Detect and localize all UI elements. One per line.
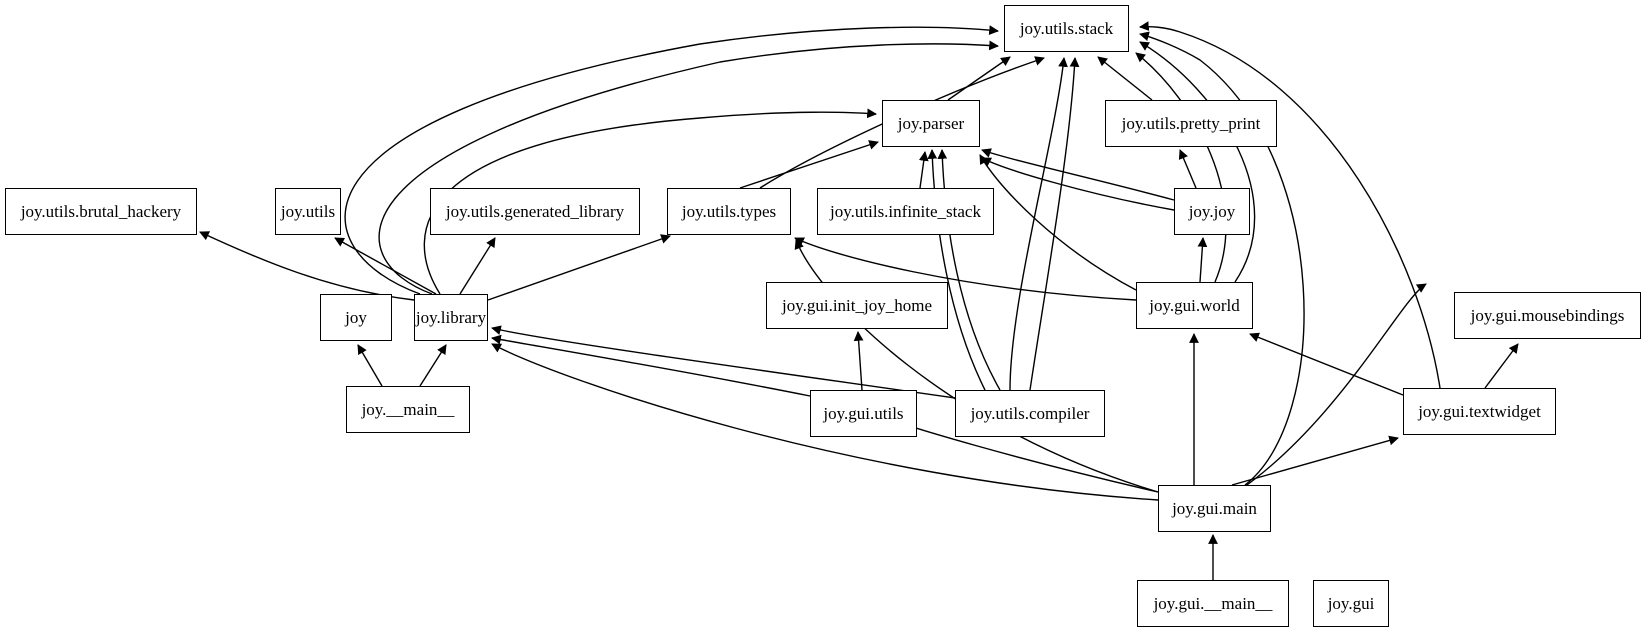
graph-node-label: joy.utils.types	[681, 202, 777, 221]
graph-node-joy-gui-main[interactable]: joy.gui.__main__	[1137, 580, 1289, 627]
graph-edge	[1239, 283, 1427, 491]
graph-edge	[794, 237, 1137, 301]
graph-edge	[1139, 41, 1256, 283]
graph-node-label: joy.utils.generated_library	[445, 202, 625, 221]
graph-node-joy-utils-generated-library[interactable]: joy.utils.generated_library	[430, 188, 640, 235]
graph-edge	[981, 157, 1175, 211]
graph-node-label: joy.gui.textwidget	[1418, 402, 1541, 421]
graph-edge	[947, 56, 1011, 101]
graph-edge	[927, 149, 986, 391]
graph-node-label: joy.__main__	[361, 400, 455, 419]
graph-node-label: joy.utils.infinite_stack	[830, 202, 981, 221]
graph-edge	[423, 108, 877, 295]
graph-node-label: joy.gui.mousebindings	[1470, 306, 1625, 325]
graph-edge	[853, 331, 864, 391]
graph-edge	[357, 344, 383, 387]
graph-node-label: joy.gui.main	[1172, 499, 1257, 518]
graph-node-joy-parser[interactable]: joy.parser	[882, 100, 980, 147]
graph-node-label: joy.gui	[1327, 594, 1375, 613]
graph-node-joy-gui-mousebindings[interactable]: joy.gui.mousebindings	[1454, 292, 1641, 339]
graph-node-joy-gui-textwidget[interactable]: joy.gui.textwidget	[1403, 388, 1556, 435]
graph-edge	[334, 237, 437, 295]
graph-node-joy[interactable]: joy	[320, 294, 392, 341]
graph-edge	[937, 149, 1001, 391]
graph-node-label: joy.utils.compiler	[970, 404, 1090, 423]
graph-edge	[918, 151, 929, 189]
graph-node-label: joy.library	[415, 308, 487, 327]
graph-node-joy-gui-init-joy-home[interactable]: joy.gui.init_joy_home	[766, 282, 948, 329]
graph-node-label: joy.utils.brutal_hackery	[20, 202, 182, 221]
graph-edge	[378, 40, 999, 295]
graph-node-label: joy.utils.pretty_print	[1121, 114, 1261, 133]
graph-node-joy-library[interactable]: joy.library	[414, 294, 488, 341]
graph-edge	[1097, 56, 1153, 101]
graph-edge	[1029, 57, 1080, 391]
graph-edge	[491, 325, 956, 399]
graph-node-label: joy.gui.world	[1149, 296, 1240, 315]
graph-edge	[459, 237, 496, 295]
graph-node-joy-gui[interactable]: joy.gui	[1313, 580, 1389, 627]
graph-edge	[199, 231, 415, 301]
graph-node-joy-joy[interactable]: joy.joy	[1174, 188, 1250, 235]
graph-edge	[1178, 149, 1197, 189]
graph-node-label: joy	[345, 308, 367, 327]
graph-node-label: joy.gui.__main__	[1153, 594, 1273, 613]
graph-node-joy-gui-main[interactable]: joy.gui.main	[1158, 485, 1271, 532]
graph-node-label: joy.joy	[1188, 202, 1236, 221]
graph-edge	[487, 234, 671, 301]
graph-edge	[1249, 332, 1404, 396]
graph-edge	[739, 140, 879, 189]
graph-node-joy-gui-world[interactable]: joy.gui.world	[1136, 282, 1253, 329]
graph-node-joy-main[interactable]: joy.__main__	[346, 386, 470, 433]
graph-node-label: joy.utils	[280, 202, 336, 221]
graph-node-joy-gui-utils[interactable]: joy.gui.utils	[810, 390, 917, 437]
graph-edge	[981, 148, 1175, 201]
graph-edge	[491, 343, 1159, 501]
graph-node-label: joy.utils.stack	[1019, 19, 1114, 38]
graph-node-joy-utils-infinite-stack[interactable]: joy.utils.infinite_stack	[817, 188, 994, 235]
graph-edge	[1484, 343, 1519, 389]
graph-node-label: joy.parser	[897, 114, 965, 133]
graph-edge	[1139, 21, 1441, 389]
graph-node-joy-utils-types[interactable]: joy.utils.types	[667, 188, 791, 235]
graph-edge	[1231, 435, 1399, 486]
graph-edge	[419, 344, 447, 387]
graph-node-joy-utils-compiler[interactable]: joy.utils.compiler	[955, 390, 1105, 437]
graph-edge	[1135, 52, 1227, 283]
graph-edge	[979, 154, 1137, 291]
graph-edge	[1139, 31, 1305, 486]
graph-edge	[491, 334, 811, 397]
graph-edge	[1197, 237, 1208, 283]
graph-node-joy-utils-stack[interactable]: joy.utils.stack	[1004, 5, 1129, 52]
graph-edge	[794, 239, 1159, 493]
graph-node-joy-utils-pretty-print[interactable]: joy.utils.pretty_print	[1105, 100, 1277, 147]
graph-node-label: joy.gui.init_joy_home	[781, 296, 932, 315]
graph-node-joy-utils[interactable]: joy.utils	[275, 188, 341, 235]
graph-node-label: joy.gui.utils	[823, 404, 904, 423]
graph-edge	[344, 25, 999, 295]
graph-edge	[1009, 57, 1068, 391]
graph-node-joy-utils-brutal-hackery[interactable]: joy.utils.brutal_hackery	[5, 188, 197, 235]
